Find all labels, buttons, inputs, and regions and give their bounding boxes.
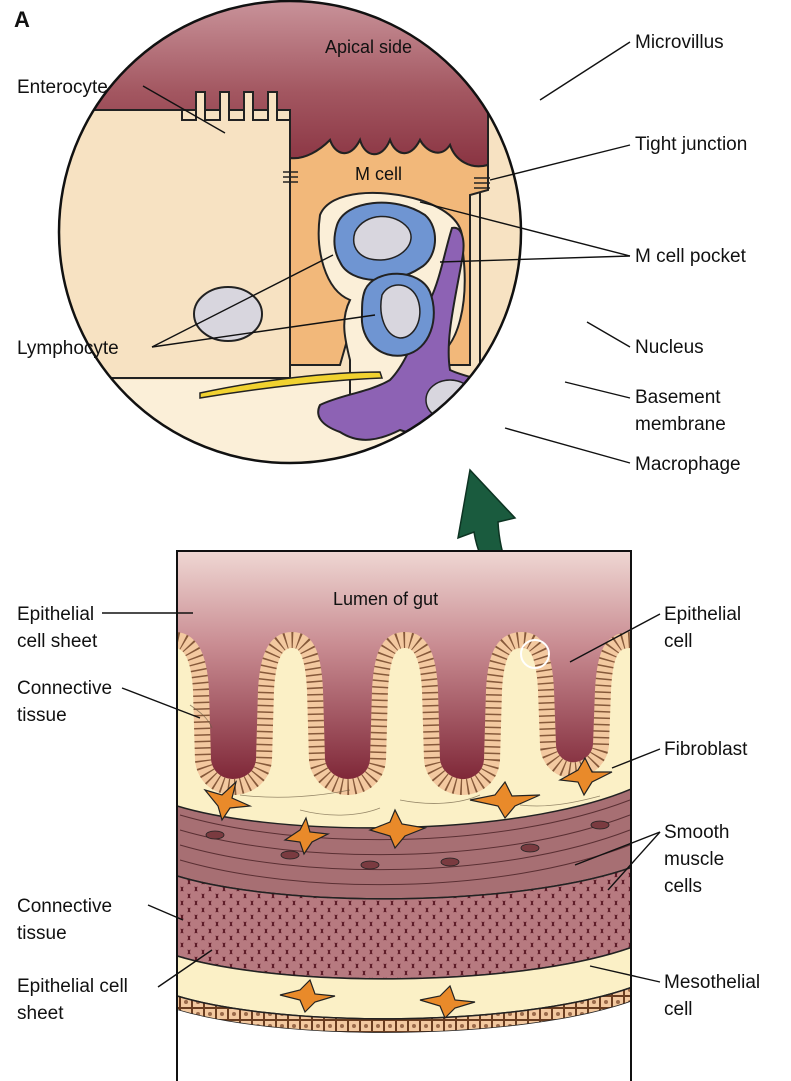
m-cell-pocket-label: M cell pocket (635, 246, 747, 267)
mesothelial-label-1: Mesothelial (664, 972, 760, 993)
connective-label-2: tissue (17, 705, 67, 726)
gut-cross-section (160, 551, 650, 1081)
smooth-muscle-label-1: Smooth (664, 822, 729, 843)
tight-junction-label: Tight junction (635, 134, 747, 155)
apical-side-label: Apical side (325, 37, 412, 57)
magnified-view (40, 0, 594, 480)
connective-label-1: Connective (17, 678, 112, 699)
fibroblast-label: Fibroblast (664, 739, 748, 760)
smooth-muscle-label-3: cells (664, 876, 702, 897)
basement-label-2: membrane (635, 414, 726, 435)
epithelial-cell-label-2: cell (664, 631, 693, 652)
lymphocyte-label: Lymphocyte (17, 338, 119, 359)
epithelial-sheet-label-2: cell sheet (17, 631, 98, 652)
macrophage-label: Macrophage (635, 454, 741, 475)
enterocyte-left (50, 92, 290, 378)
epithelial-sheet-label-1: Epithelial (17, 604, 94, 625)
connective-low-label-2: tissue (17, 923, 67, 944)
connective-low-label-1: Connective (17, 896, 112, 917)
microvillus-label: Microvillus (635, 32, 724, 53)
basement-label-1: Basement (635, 387, 721, 408)
epithelial-low-label-2: sheet (17, 1003, 64, 1024)
epithelial-low-label-1: Epithelial cell (17, 976, 128, 997)
smooth-muscle-label-2: muscle (664, 849, 724, 870)
nucleus-label: Nucleus (635, 337, 704, 358)
panel-label: A (14, 7, 30, 32)
lumen-label: Lumen of gut (333, 589, 438, 609)
epithelial-cell-label-1: Epithelial (664, 604, 741, 625)
enterocyte-label: Enterocyte (17, 77, 108, 98)
mesothelial-label-2: cell (664, 999, 693, 1020)
nucleus-right (526, 287, 594, 341)
m-cell-label: M cell (355, 164, 402, 184)
